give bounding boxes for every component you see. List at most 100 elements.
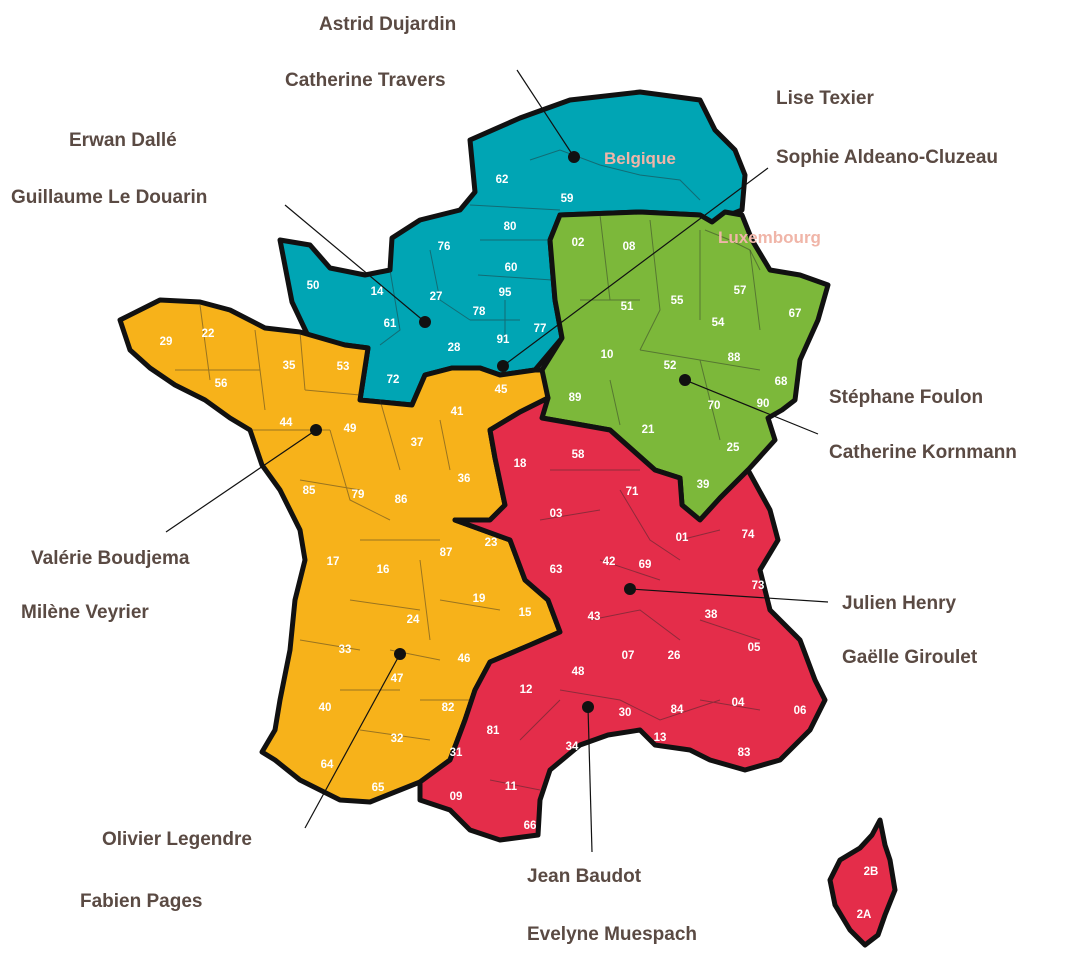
dept-label: 21 — [642, 424, 655, 436]
dept-label: 09 — [450, 791, 463, 803]
leader-lines — [165, 69, 829, 853]
dept-label: 81 — [487, 725, 500, 737]
dept-label: 19 — [473, 593, 486, 605]
dept-label: 34 — [566, 741, 579, 753]
dept-label: 43 — [588, 611, 601, 623]
dept-label: 25 — [727, 442, 740, 454]
dept-label: 53 — [337, 361, 350, 373]
department-labels: 62 59 80 60 76 50 14 27 61 78 95 28 77 7… — [160, 174, 879, 921]
dept-label: 95 — [499, 287, 512, 299]
location-pin — [497, 360, 509, 372]
dept-label: 42 — [603, 556, 616, 568]
dept-label: 47 — [391, 673, 404, 685]
rep-name-milene-veyrier: Milène Veyrier — [21, 602, 149, 623]
dept-label: 13 — [654, 732, 667, 744]
location-pin — [582, 701, 594, 713]
dept-label: 82 — [442, 702, 455, 714]
dept-label: 74 — [742, 529, 755, 541]
dept-label: 44 — [280, 417, 293, 429]
dept-label: 48 — [572, 666, 585, 678]
luxembourg-border — [704, 229, 761, 271]
dept-label: 40 — [319, 702, 332, 714]
dept-label: 78 — [473, 306, 486, 318]
dept-label: 55 — [671, 295, 684, 307]
rep-name-lise-texier: Lise Texier — [776, 88, 874, 109]
dept-label: 60 — [505, 262, 518, 274]
dept-label: 33 — [339, 644, 352, 656]
location-pin — [679, 374, 691, 386]
dept-label: 32 — [391, 733, 404, 745]
dept-label: 68 — [775, 376, 788, 388]
rep-name-evelyne-muespach: Evelyne Muespach — [527, 924, 697, 945]
dept-label: 26 — [668, 650, 681, 662]
dept-label: 02 — [572, 237, 585, 249]
dept-label: 23 — [485, 537, 498, 549]
location-pin — [419, 316, 431, 328]
dept-label: 36 — [458, 473, 471, 485]
dept-label: 27 — [430, 291, 443, 303]
rep-name-gaelle-giroulet: Gaëlle Giroulet — [842, 647, 978, 668]
rep-name-astrid-dujardin: Astrid Dujardin — [319, 14, 456, 35]
dept-label: 10 — [601, 349, 614, 361]
dept-label: 89 — [569, 392, 582, 404]
dept-label: 85 — [303, 485, 316, 497]
representative-labels: Astrid Dujardin Catherine Travers Lise T… — [11, 14, 1017, 945]
department-borders — [175, 204, 761, 791]
dept-label: 17 — [327, 556, 340, 568]
dept-label: 31 — [450, 747, 463, 759]
dept-label: 50 — [307, 280, 320, 292]
country-label-belgique: Belgique — [604, 149, 676, 168]
dept-label: 38 — [705, 609, 718, 621]
dept-label: 45 — [495, 384, 508, 396]
dept-label: 08 — [623, 241, 636, 253]
rep-name-fabien-pages: Fabien Pages — [80, 891, 203, 912]
dept-label: 41 — [451, 406, 464, 418]
dept-label: 77 — [534, 323, 547, 335]
dept-label: 16 — [377, 564, 390, 576]
dept-label: 59 — [561, 193, 574, 205]
dept-label: 69 — [639, 559, 652, 571]
dept-label: 39 — [697, 479, 710, 491]
region-south — [417, 395, 828, 843]
location-pin — [624, 583, 636, 595]
rep-name-jean-baudot: Jean Baudot — [527, 866, 642, 887]
dept-label: 76 — [438, 241, 451, 253]
dept-label: 87 — [440, 547, 453, 559]
rep-name-erwan-dalle: Erwan Dallé — [69, 130, 177, 151]
dept-label: 65 — [372, 782, 385, 794]
dept-label: 86 — [395, 494, 408, 506]
dept-label: 80 — [504, 221, 517, 233]
dept-label: 06 — [794, 705, 807, 717]
rep-name-sophie-aldeano-cluzeau: Sophie Aldeano-Cluzeau — [776, 147, 998, 168]
dept-label: 91 — [497, 334, 510, 346]
dept-label: 30 — [619, 707, 632, 719]
dept-label: 83 — [738, 747, 751, 759]
dept-label: 64 — [321, 759, 334, 771]
dept-label: 07 — [622, 650, 635, 662]
dept-label: 70 — [708, 400, 721, 412]
country-label-luxembourg: Luxembourg — [718, 228, 821, 247]
rep-name-catherine-kornmann: Catherine Kornmann — [829, 442, 1017, 463]
dept-label: 46 — [458, 653, 471, 665]
dept-label: 79 — [352, 489, 365, 501]
dept-label: 56 — [215, 378, 228, 390]
dept-label: 2A — [857, 909, 872, 921]
dept-label: 84 — [671, 704, 684, 716]
dept-label: 62 — [496, 174, 509, 186]
rep-name-guillaume-le-douarin: Guillaume Le Douarin — [11, 187, 207, 208]
dept-label: 52 — [664, 360, 677, 372]
rep-name-valerie-boudjema: Valérie Boudjema — [31, 548, 190, 569]
dept-label: 35 — [283, 360, 296, 372]
dept-label: 22 — [202, 328, 215, 340]
dept-label: 66 — [524, 820, 537, 832]
dept-label: 73 — [752, 580, 765, 592]
dept-label: 54 — [712, 317, 725, 329]
dept-label: 61 — [384, 318, 397, 330]
dept-label: 2B — [864, 866, 879, 878]
location-pin — [394, 648, 406, 660]
dept-label: 72 — [387, 374, 400, 386]
dept-label: 37 — [411, 437, 424, 449]
dept-label: 18 — [514, 458, 527, 470]
dept-label: 28 — [448, 342, 461, 354]
